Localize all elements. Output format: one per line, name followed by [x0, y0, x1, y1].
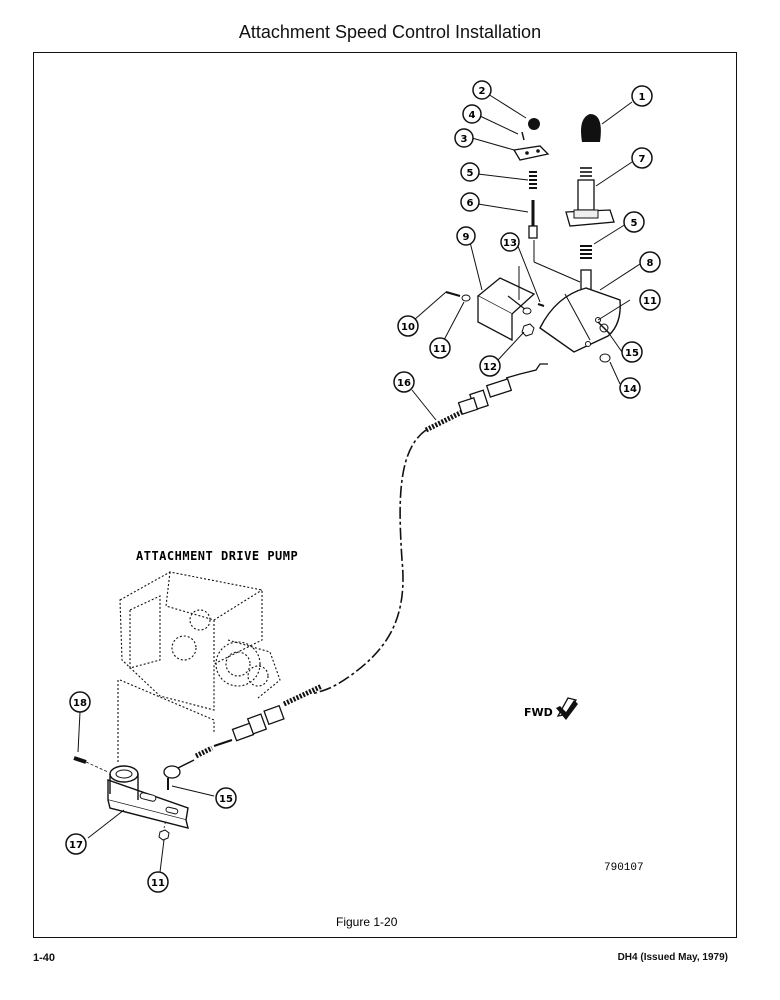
figure-caption: Figure 1-20: [336, 915, 398, 929]
svg-text:7: 7: [639, 154, 646, 165]
callout-18: 18: [69, 691, 91, 713]
callout-17: 17: [65, 833, 87, 855]
forward-label: FWD: [524, 706, 553, 719]
cable-end-lower: [213, 704, 285, 747]
callout-11b: 11: [639, 289, 661, 311]
svg-text:5: 5: [631, 218, 638, 229]
document-reference: DH4 (Issued May, 1979): [617, 952, 728, 963]
svg-text:14: 14: [623, 384, 637, 395]
svg-text:15: 15: [625, 348, 639, 359]
svg-text:8: 8: [647, 258, 654, 269]
roll-pin: [521, 131, 525, 141]
control-handle: [565, 167, 615, 227]
control-cable: [311, 429, 427, 695]
callout-9: 9: [456, 226, 476, 246]
callout-13: 13: [500, 232, 520, 252]
spring-upper: [529, 171, 537, 189]
detent-plate: [512, 145, 550, 161]
svg-text:17: 17: [69, 840, 83, 851]
callout-11c: 11: [147, 871, 169, 893]
svg-text:4: 4: [469, 110, 476, 121]
callout-8: 8: [639, 251, 661, 273]
callout-2: 2: [472, 80, 492, 100]
callout-14: 14: [619, 377, 641, 399]
callout-11a: 11: [429, 337, 451, 359]
leader-lines: [77, 93, 641, 873]
callout-7: 7: [631, 147, 653, 169]
svg-text:2: 2: [479, 86, 486, 97]
callout-4: 4: [462, 104, 482, 124]
plunger: [528, 200, 538, 239]
lock-nut: [521, 323, 535, 337]
drawing-number: 790107: [604, 862, 644, 874]
callout-10: 10: [397, 315, 419, 337]
svg-text:16: 16: [397, 378, 411, 389]
pump-lever: [107, 765, 189, 829]
detent-ball: [528, 118, 540, 130]
washer: [461, 294, 471, 302]
svg-text:6: 6: [467, 198, 474, 209]
page-title: Attachment Speed Control Installation: [238, 22, 542, 42]
svg-text:15: 15: [219, 794, 233, 805]
callout-16: 16: [393, 371, 415, 393]
callout-5b: 5: [623, 211, 645, 233]
spacer-pin: [537, 303, 545, 307]
svg-text:5: 5: [467, 168, 474, 179]
pump-label: ATTACHMENT DRIVE PUMP: [136, 549, 298, 563]
callout-12: 12: [479, 355, 501, 377]
spring-lower: [580, 245, 592, 259]
svg-text:18: 18: [73, 698, 87, 709]
control-quadrant: [539, 287, 621, 353]
svg-text:11: 11: [643, 296, 657, 307]
page-number: 1-40: [33, 952, 56, 964]
svg-text:11: 11: [151, 878, 165, 889]
callout-5a: 5: [460, 162, 480, 182]
svg-text:1: 1: [639, 92, 646, 103]
callout-15b: 15: [215, 787, 237, 809]
callout-1: 1: [631, 85, 653, 107]
svg-text:13: 13: [503, 238, 517, 249]
forward-arrow-icon: [556, 697, 578, 720]
svg-text:10: 10: [401, 322, 415, 333]
ball-joint-lower: [163, 759, 195, 790]
callout-15a: 15: [621, 341, 643, 363]
attachment-drive-pump: [117, 571, 281, 764]
bolt: [445, 291, 461, 297]
cable-end-upper: [457, 363, 548, 415]
svg-text:12: 12: [483, 362, 497, 373]
woodruff-key: [73, 756, 87, 764]
callout-6: 6: [460, 192, 480, 212]
figure-frame: [33, 52, 737, 938]
callout-3: 3: [454, 128, 474, 148]
cable-thread-lower: [282, 683, 324, 707]
lock-nut-lower: [158, 829, 170, 841]
washer-14: [599, 353, 611, 363]
control-knob: [581, 114, 601, 142]
svg-text:11: 11: [433, 344, 447, 355]
svg-text:9: 9: [463, 232, 470, 243]
svg-text:3: 3: [461, 134, 468, 145]
